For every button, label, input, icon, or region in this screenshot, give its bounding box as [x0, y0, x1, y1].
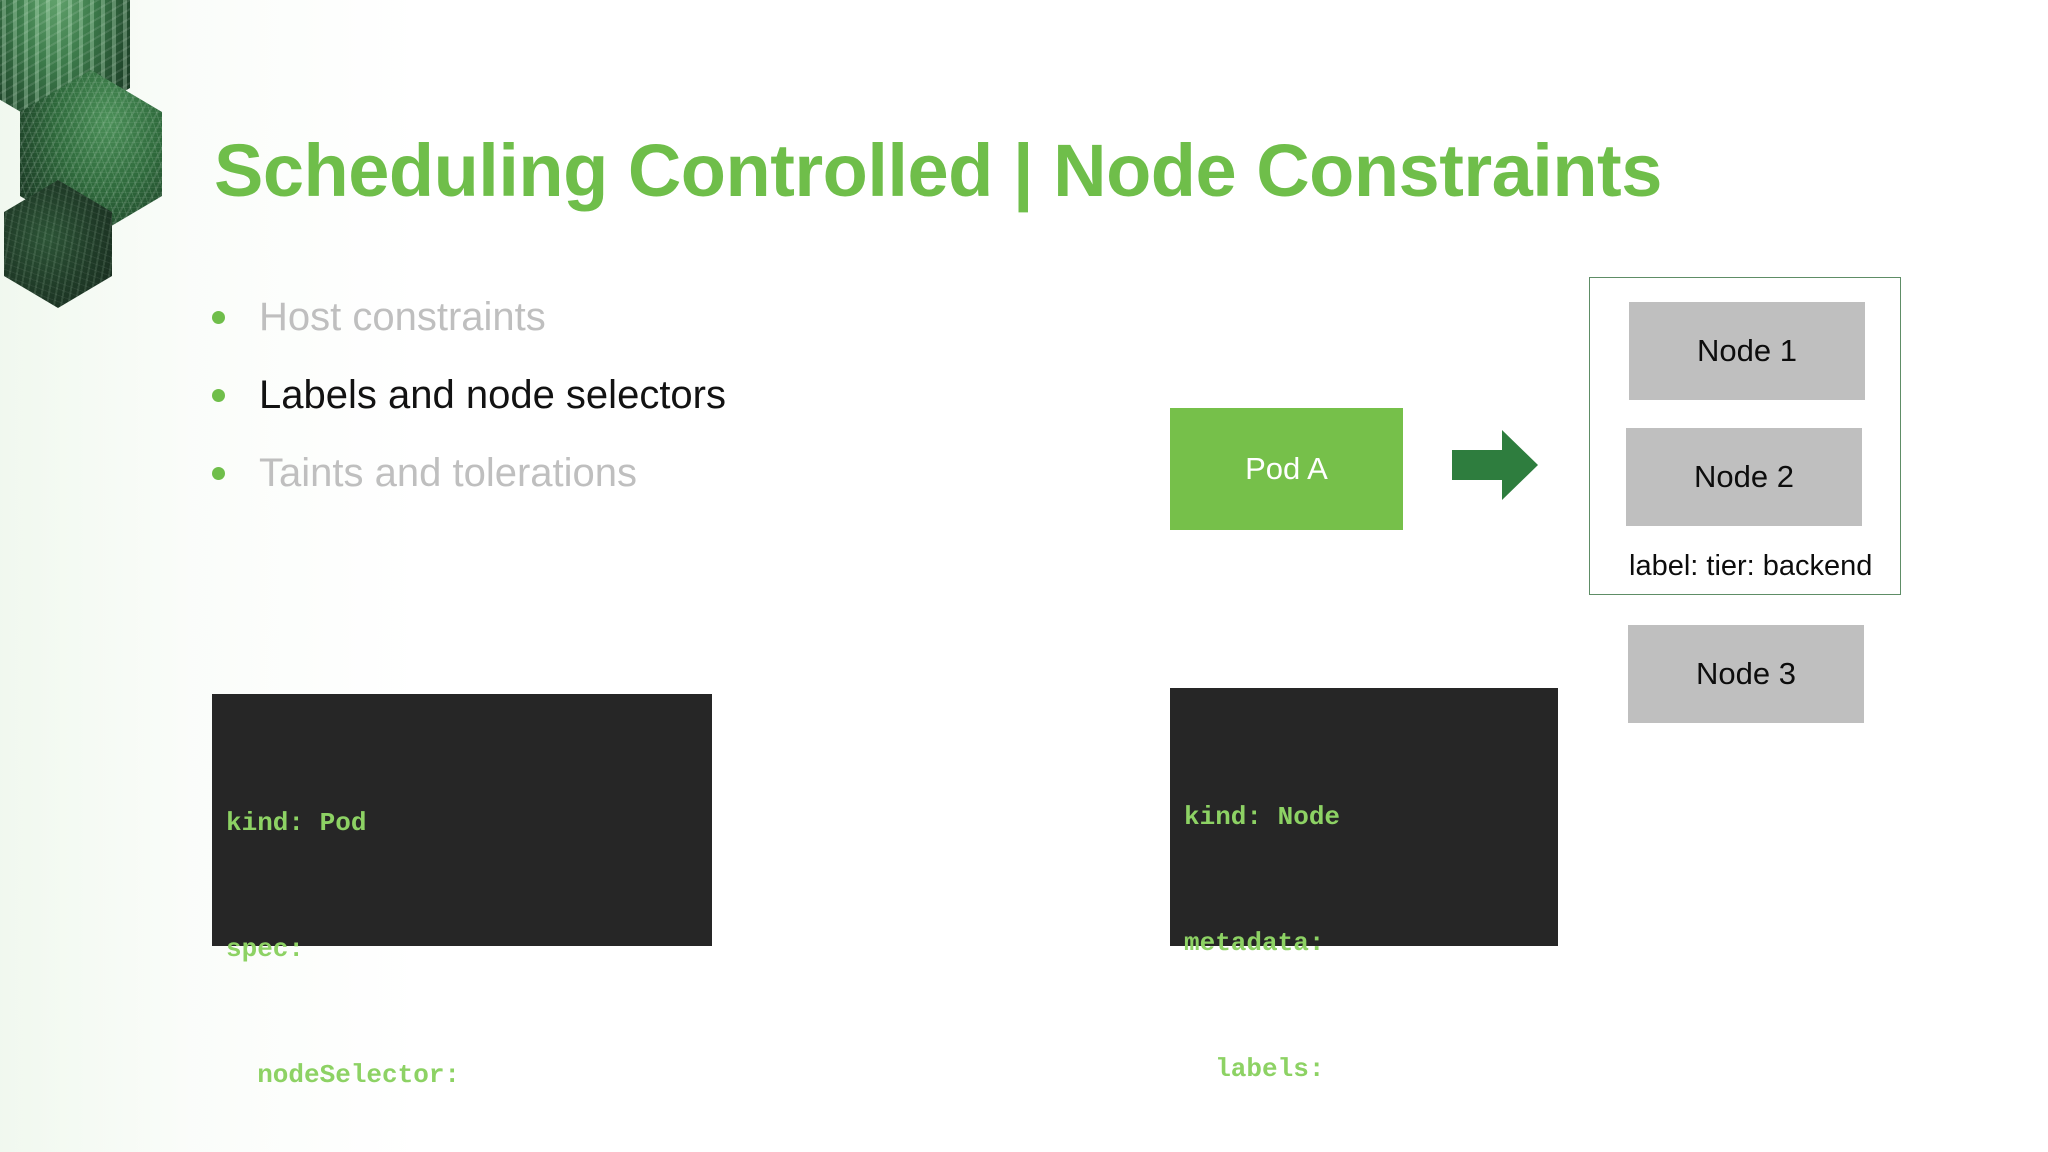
bullet-dot-icon — [212, 466, 225, 480]
node-label: Node 2 — [1694, 459, 1794, 494]
pod-box: Pod A — [1170, 408, 1403, 530]
node-box-1: Node 1 — [1629, 302, 1865, 400]
node-label: Node 1 — [1697, 333, 1797, 368]
bullet-item-labels-and-node-selectors: Labels and node selectors — [212, 356, 972, 434]
code-line: metadata: — [1184, 928, 1325, 958]
node-group-label: label: tier: backend — [1629, 550, 1873, 582]
bullet-list: Host constraints Labels and node selecto… — [212, 278, 972, 512]
right-arrow-icon — [1452, 428, 1538, 502]
code-line: labels: — [1184, 1054, 1325, 1084]
bullet-item-taints-and-tolerations: Taints and tolerations — [212, 434, 972, 512]
code-line: spec: — [226, 934, 305, 964]
page-title: Scheduling Controlled | Node Constraints — [214, 129, 1662, 212]
node-box-3: Node 3 — [1628, 625, 1864, 723]
node-label: Node 3 — [1696, 656, 1796, 691]
code-block-pod: kind: Pod spec: nodeSelector: tier: back… — [212, 694, 712, 1090]
bullet-label: Host constraints — [259, 295, 546, 339]
bullet-label: Taints and tolerations — [259, 451, 638, 495]
bullet-item-host-constraints: Host constraints — [212, 278, 972, 356]
code-line: kind: Node — [1184, 802, 1341, 832]
hexagon-logo — [0, 0, 188, 344]
code-line: kind: Pod — [226, 808, 367, 838]
code-line: nodeSelector: — [226, 1060, 461, 1090]
bullet-dot-icon — [212, 388, 225, 402]
bullet-label: Labels and node selectors — [259, 373, 726, 417]
pod-label: Pod A — [1245, 451, 1328, 486]
node-box-2: Node 2 — [1626, 428, 1862, 526]
bullet-dot-icon — [212, 310, 225, 324]
code-block-node: kind: Node metadata: labels: tier: backe… — [1170, 688, 1558, 1084]
